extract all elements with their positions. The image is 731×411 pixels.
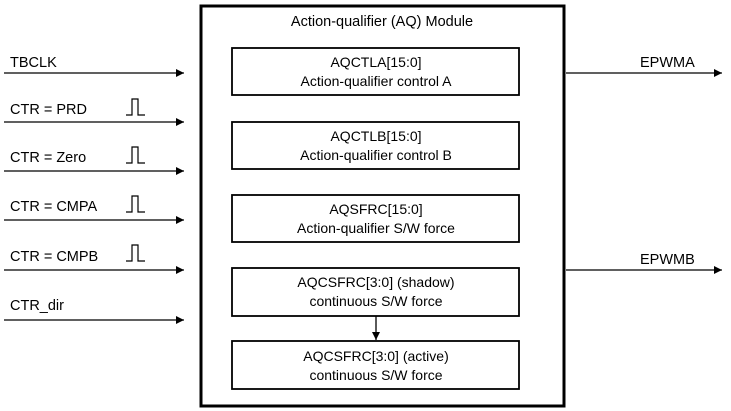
- register-description: continuous S/W force: [309, 293, 442, 309]
- output-signals: EPWMA EPWMB: [566, 55, 722, 274]
- input-ctr-cmpa: CTR = CMPA: [4, 195, 184, 224]
- input-label-ctr-prd: CTR = PRD: [10, 102, 87, 118]
- register-aqsfrc: AQSFRC[15:0] Action-qualifier S/W force: [231, 194, 520, 243]
- output-label-epwma: EPWMA: [640, 55, 695, 71]
- pulse-icon: [126, 146, 145, 164]
- register-description: Action-qualifier S/W force: [297, 220, 455, 236]
- register-name: AQCSFRC[3:0] (active): [303, 348, 448, 364]
- register-description: Action-qualifier control A: [301, 73, 453, 89]
- register-aqcsfrc-active: AQCSFRC[3:0] (active) continuous S/W for…: [231, 340, 520, 390]
- input-ctr-zero: CTR = Zero: [4, 146, 184, 175]
- output-epwma: EPWMA: [566, 55, 722, 77]
- register-aqcsfrc-shadow: AQCSFRC[3:0] (shadow) continuous S/W for…: [231, 267, 520, 317]
- register-name: AQCTLB[15:0]: [330, 128, 421, 144]
- input-signals: TBCLK CTR = PRD CTR = Zero CTR = CMPA CT…: [4, 55, 184, 324]
- output-label-epwmb: EPWMB: [640, 252, 695, 268]
- input-label-ctr-zero: CTR = Zero: [10, 150, 86, 166]
- pulse-icon: [126, 98, 145, 116]
- input-label-ctr-cmpb: CTR = CMPB: [10, 249, 98, 265]
- pulse-icon: [126, 244, 145, 262]
- input-label-tbclk: TBCLK: [10, 55, 57, 71]
- input-label-ctr-cmpa: CTR = CMPA: [10, 199, 97, 215]
- module-title: Action-qualifier (AQ) Module: [291, 14, 473, 30]
- register-aqctla: AQCTLA[15:0] Action-qualifier control A: [231, 47, 520, 96]
- pulse-icon: [126, 195, 145, 213]
- register-name: AQCSFRC[3:0] (shadow): [297, 274, 454, 290]
- output-epwmb: EPWMB: [566, 252, 722, 274]
- register-description: continuous S/W force: [309, 367, 442, 383]
- input-ctr-cmpb: CTR = CMPB: [4, 244, 184, 274]
- register-name: AQSFRC[15:0]: [329, 201, 422, 217]
- register-name: AQCTLA[15:0]: [330, 54, 421, 70]
- input-ctr-dir: CTR_dir: [4, 298, 184, 324]
- register-description: Action-qualifier control B: [300, 147, 452, 163]
- input-label-ctr-dir: CTR_dir: [10, 298, 64, 314]
- input-tbclk: TBCLK: [4, 55, 184, 77]
- input-ctr-prd: CTR = PRD: [4, 98, 184, 126]
- register-aqctlb: AQCTLB[15:0] Action-qualifier control B: [231, 121, 520, 170]
